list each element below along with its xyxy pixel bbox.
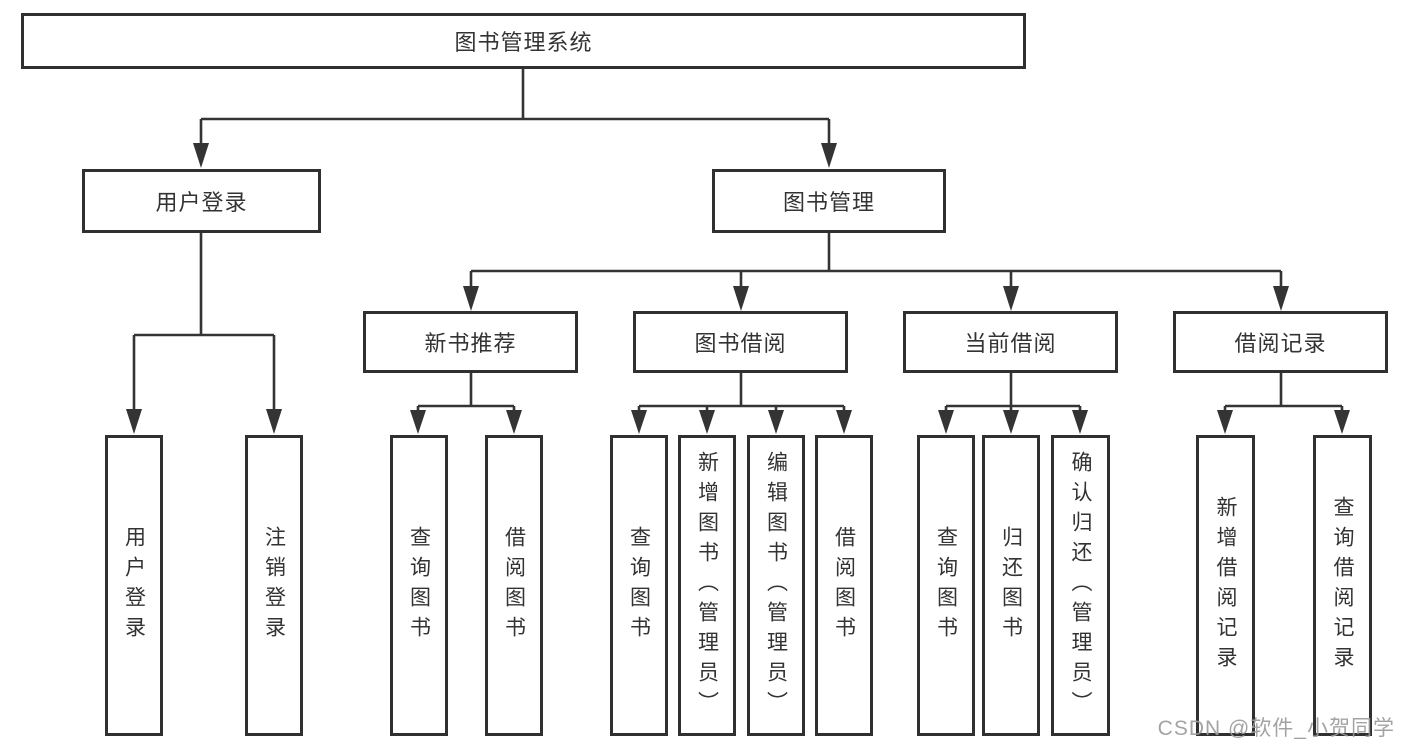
- leaf-borrow-books-2: 借阅图书: [815, 435, 873, 736]
- leaf-borrow-books-1: 借阅图书: [485, 435, 543, 736]
- arrowhead-group: [126, 143, 1350, 434]
- leaf-edit-books-admin: 编辑图书（管理员）: [747, 435, 805, 736]
- leaf-label: 用户登录: [122, 525, 146, 646]
- leaf-label: 借阅图书: [832, 525, 856, 646]
- leaf-label: 确认归还（管理员）: [1069, 450, 1092, 721]
- leaf-label: 新增借阅记录: [1214, 495, 1237, 676]
- leaf-label: 新增图书（管理员）: [695, 450, 719, 721]
- leaf-query-books-3: 查询图书: [917, 435, 975, 736]
- node-borrow-records: 借阅记录: [1173, 311, 1388, 373]
- leaf-label: 注销登录: [262, 525, 286, 646]
- leaf-label: 查询图书: [627, 525, 651, 646]
- leaf-logout: 注销登录: [245, 435, 303, 736]
- leaf-add-books-admin: 新增图书（管理员）: [678, 435, 736, 736]
- node-root: 图书管理系统: [21, 13, 1026, 69]
- node-book-management: 图书管理: [712, 169, 946, 233]
- leaf-query-books-1: 查询图书: [390, 435, 448, 736]
- node-new-book-recommend: 新书推荐: [363, 311, 578, 373]
- node-user-login: 用户登录: [82, 169, 321, 233]
- leaf-user-login: 用户登录: [105, 435, 163, 736]
- leaf-confirm-return-admin: 确认归还（管理员）: [1051, 435, 1110, 736]
- leaf-label: 查询图书: [934, 525, 958, 646]
- leaf-label: 借阅图书: [502, 525, 526, 646]
- watermark-text: CSDN @软件_小贺同学: [1157, 717, 1395, 740]
- leaf-label: 归还图书: [999, 525, 1023, 646]
- node-book-borrow: 图书借阅: [633, 311, 848, 373]
- leaf-label: 查询借阅记录: [1331, 495, 1354, 676]
- leaf-label: 查询图书: [407, 525, 431, 646]
- leaf-return-books: 归还图书: [982, 435, 1040, 736]
- leaf-query-books-2: 查询图书: [610, 435, 668, 736]
- leaf-add-borrow-record: 新增借阅记录: [1196, 435, 1255, 736]
- leaf-label: 编辑图书（管理员）: [764, 450, 788, 721]
- node-current-borrow: 当前借阅: [903, 311, 1118, 373]
- leaf-query-borrow-record: 查询借阅记录: [1313, 435, 1372, 736]
